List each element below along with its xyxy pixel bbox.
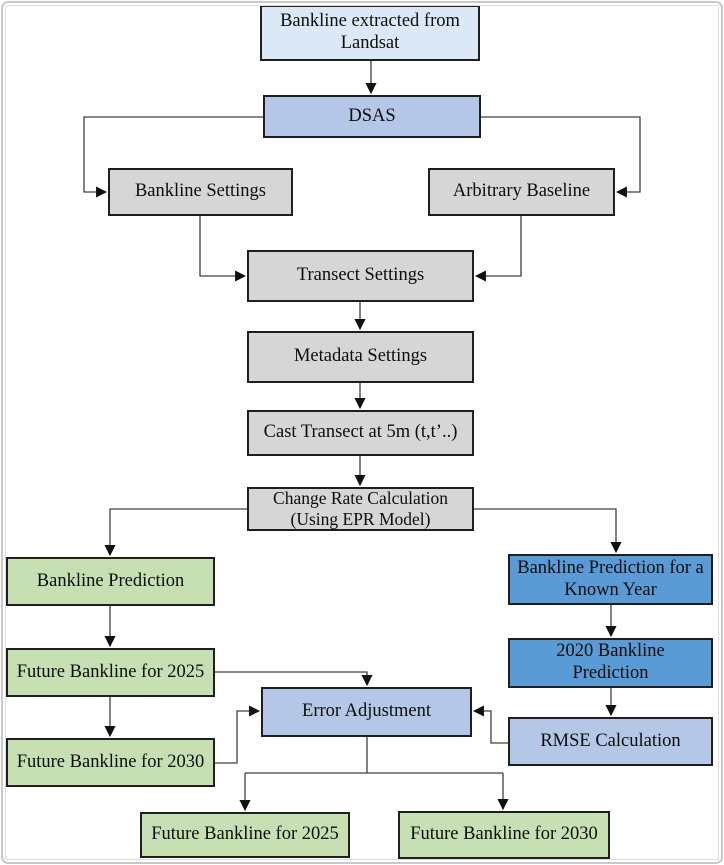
- node-dsas: DSAS: [263, 95, 481, 138]
- node-error-adjustment: Error Adjustment: [261, 687, 472, 737]
- node-future-bankline-2025-left: Future Bankline for 2025: [6, 648, 215, 697]
- node-bankline-prediction: Bankline Prediction: [6, 557, 215, 606]
- node-bankline-extracted: Bankline extracted from Landsat: [260, 5, 480, 61]
- node-arbitrary-baseline: Arbitrary Baseline: [428, 168, 615, 216]
- node-metadata-settings: Metadata Settings: [247, 331, 474, 383]
- node-future-bankline-2030-bottom: Future Bankline for 2030: [398, 811, 610, 859]
- node-cast-transect: Cast Transect at 5m (t,t’..): [247, 410, 474, 456]
- node-change-rate-calculation: Change Rate Calculation (Using EPR Model…: [247, 487, 474, 531]
- node-rmse-calculation: RMSE Calculation: [508, 717, 713, 766]
- node-bankline-prediction-known-year: Bankline Prediction for a Known Year: [508, 554, 713, 605]
- node-bankline-settings: Bankline Settings: [108, 168, 293, 216]
- node-future-bankline-2025-bottom: Future Bankline for 2025: [140, 812, 350, 858]
- node-2020-bankline-prediction: 2020 Bankline Prediction: [508, 638, 713, 688]
- node-transect-settings: Transect Settings: [247, 250, 474, 302]
- node-future-bankline-2030-left: Future Bankline for 2030: [6, 738, 215, 787]
